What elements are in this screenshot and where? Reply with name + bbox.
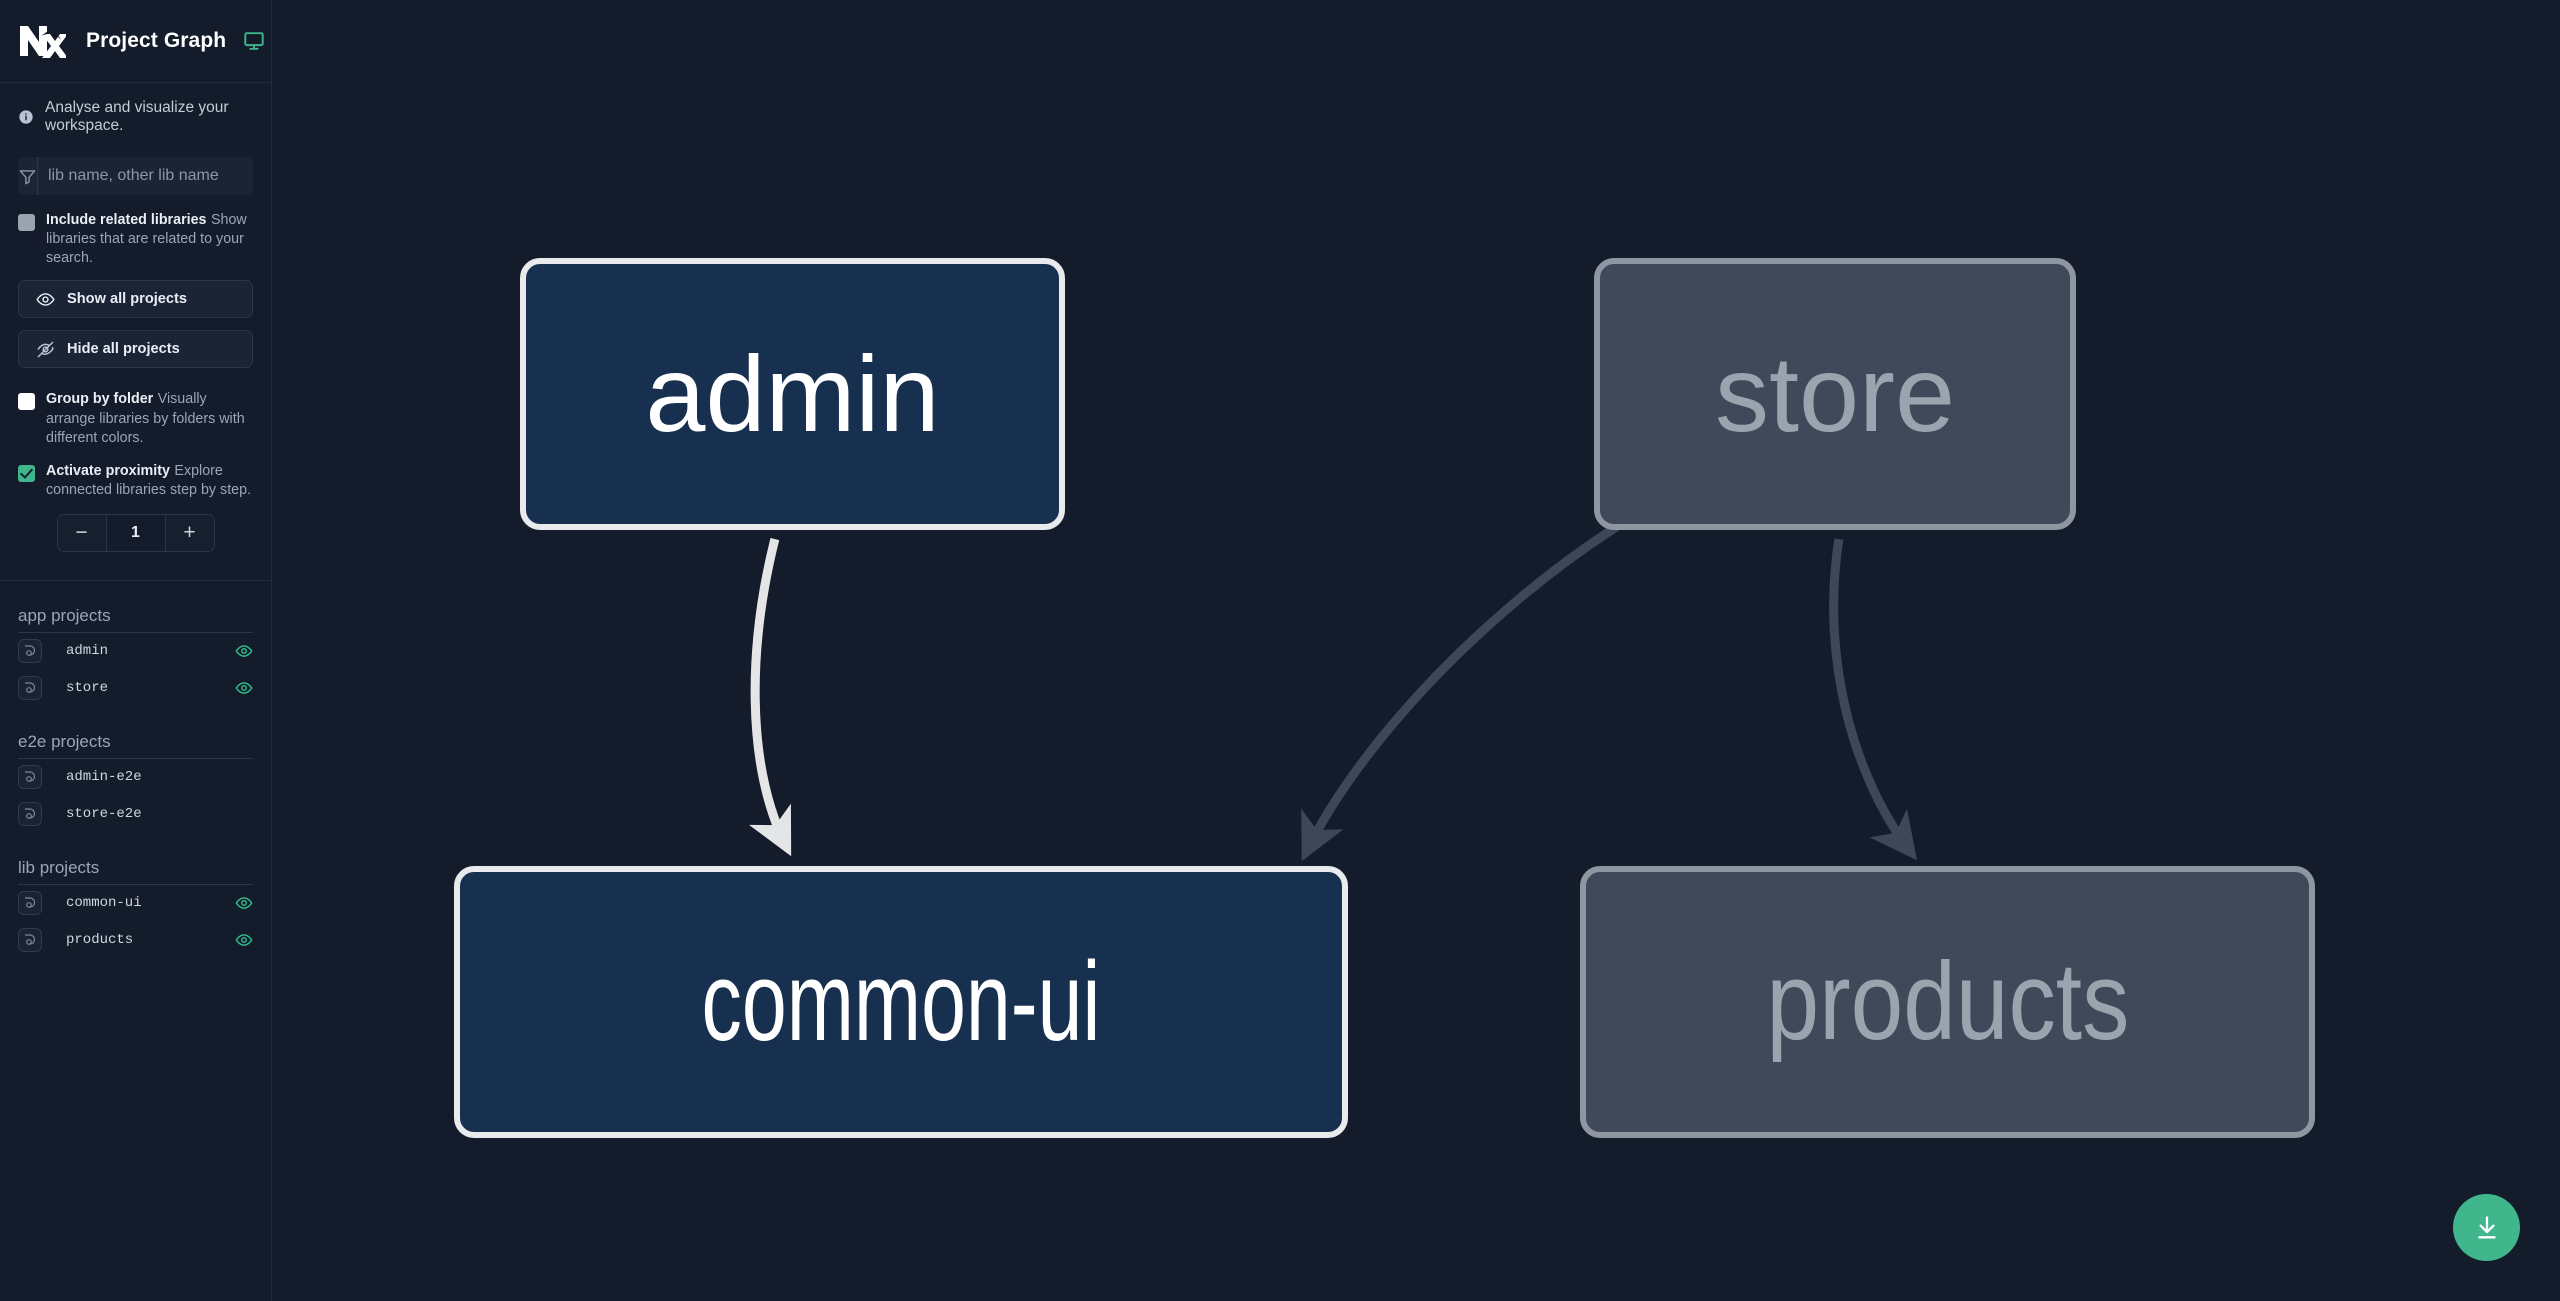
activate-proximity-checkbox[interactable] (18, 464, 35, 482)
project-name: products (66, 932, 134, 949)
tagline-text: Analyse and visualize your workspace. (45, 99, 229, 134)
group-app-projects: app projects admin (0, 606, 271, 707)
option-text-block: Activate proximity Explore connected lib… (46, 462, 253, 500)
group-title: app projects (18, 606, 253, 633)
search-box[interactable] (18, 157, 253, 195)
sidebar-header: Project Graph (0, 0, 271, 83)
stepper-group: − 1 + (56, 513, 215, 552)
project-name: store-e2e (66, 806, 142, 823)
filter-icon-box (18, 157, 38, 195)
show-all-projects-button[interactable]: Show all projects (18, 280, 253, 319)
graph-node-store[interactable]: store (1594, 258, 2076, 530)
monitor-icon[interactable] (243, 30, 265, 52)
option-title: Activate proximity (46, 462, 170, 479)
eye-icon[interactable] (235, 894, 253, 912)
tagline: Analyse and visualize your workspace. (0, 83, 271, 149)
option-description: Visually arrange libraries by folders wi… (46, 391, 245, 446)
sidebar-item-store[interactable]: store (18, 670, 253, 707)
nx-project-icon (18, 802, 42, 827)
group-e2e-projects: e2e projects admin-e2e store-e2 (0, 732, 271, 833)
project-name: common-ui (66, 895, 142, 912)
show-all-projects-label: Show all projects (67, 291, 188, 308)
sidebar-item-common-ui[interactable]: common-ui (18, 885, 253, 922)
sidebar-item-admin[interactable]: admin (18, 633, 253, 670)
search-input[interactable] (38, 157, 253, 195)
proximity-decrement-button[interactable]: − (57, 514, 106, 551)
option-group-by-folder[interactable]: Group by folder Visually arrange librari… (0, 368, 271, 447)
hide-all-projects-label: Hide all projects (67, 341, 180, 358)
proximity-stepper: − 1 + (18, 513, 253, 552)
option-title: Include related libraries (46, 212, 207, 228)
project-name: admin (66, 643, 109, 660)
option-description: Show libraries that are related to your … (46, 212, 247, 267)
graph-node-label: store (1714, 333, 1956, 454)
graph-node-label: admin (645, 333, 940, 454)
graph-node-common-ui[interactable]: common-ui (454, 866, 1348, 1138)
hide-all-projects-button[interactable]: Hide all projects (18, 330, 253, 369)
download-graph-button[interactable] (2453, 1194, 2520, 1261)
group-lib-projects: lib projects common-ui (0, 858, 271, 959)
sidebar-item-admin-e2e[interactable]: admin-e2e (18, 759, 253, 796)
nx-project-icon (18, 891, 42, 916)
sidebar-item-store-e2e[interactable]: store-e2e (18, 796, 253, 833)
nx-project-icon (18, 928, 42, 953)
graph-node-admin[interactable]: admin (520, 258, 1065, 530)
graph-canvas-area[interactable]: admin store common-ui products (272, 0, 2560, 1301)
graph-node-label: products (1766, 940, 2129, 1063)
group-title: lib projects (18, 858, 253, 885)
info-icon (18, 109, 34, 125)
sidebar-divider (0, 579, 271, 581)
nx-project-icon (18, 676, 42, 701)
proximity-value: 1 (105, 514, 166, 551)
group-title: e2e projects (18, 732, 253, 759)
graph-node-label: common-ui (701, 939, 1101, 1064)
sidebar: Project Graph Analyse and visualize your… (0, 0, 272, 1301)
edge-admin-to-common-ui (748, 537, 792, 857)
eye-off-icon (37, 341, 54, 358)
group-by-folder-checkbox[interactable] (18, 393, 35, 411)
proximity-increment-button[interactable]: + (165, 514, 214, 551)
option-title: Group by folder (46, 391, 154, 408)
nx-logo (18, 20, 68, 62)
option-include-related-libraries[interactable]: Include related libraries Show libraries… (0, 195, 271, 268)
option-text-block: Group by folder Visually arrange librari… (46, 390, 253, 447)
eye-icon[interactable] (235, 931, 253, 949)
funnel-filter-icon (18, 167, 37, 186)
edge-store-to-products (1829, 538, 1918, 861)
eye-icon[interactable] (235, 642, 253, 660)
option-text-block: Include related libraries Show libraries… (46, 211, 253, 268)
option-description: Explore connected libraries step by step… (46, 462, 252, 498)
project-name: store (66, 680, 109, 697)
eye-icon (36, 293, 55, 306)
nx-project-icon (18, 639, 42, 664)
nx-project-icon (18, 765, 42, 790)
sidebar-item-products[interactable]: products (18, 922, 253, 959)
project-name: admin-e2e (66, 769, 142, 786)
option-activate-proximity[interactable]: Activate proximity Explore connected lib… (0, 448, 271, 500)
app-title: Project Graph (86, 29, 227, 52)
include-related-libraries-checkbox[interactable] (18, 214, 35, 231)
graph-node-products[interactable]: products (1580, 866, 2315, 1138)
download-icon (2477, 1215, 2496, 1238)
eye-icon[interactable] (235, 679, 253, 697)
